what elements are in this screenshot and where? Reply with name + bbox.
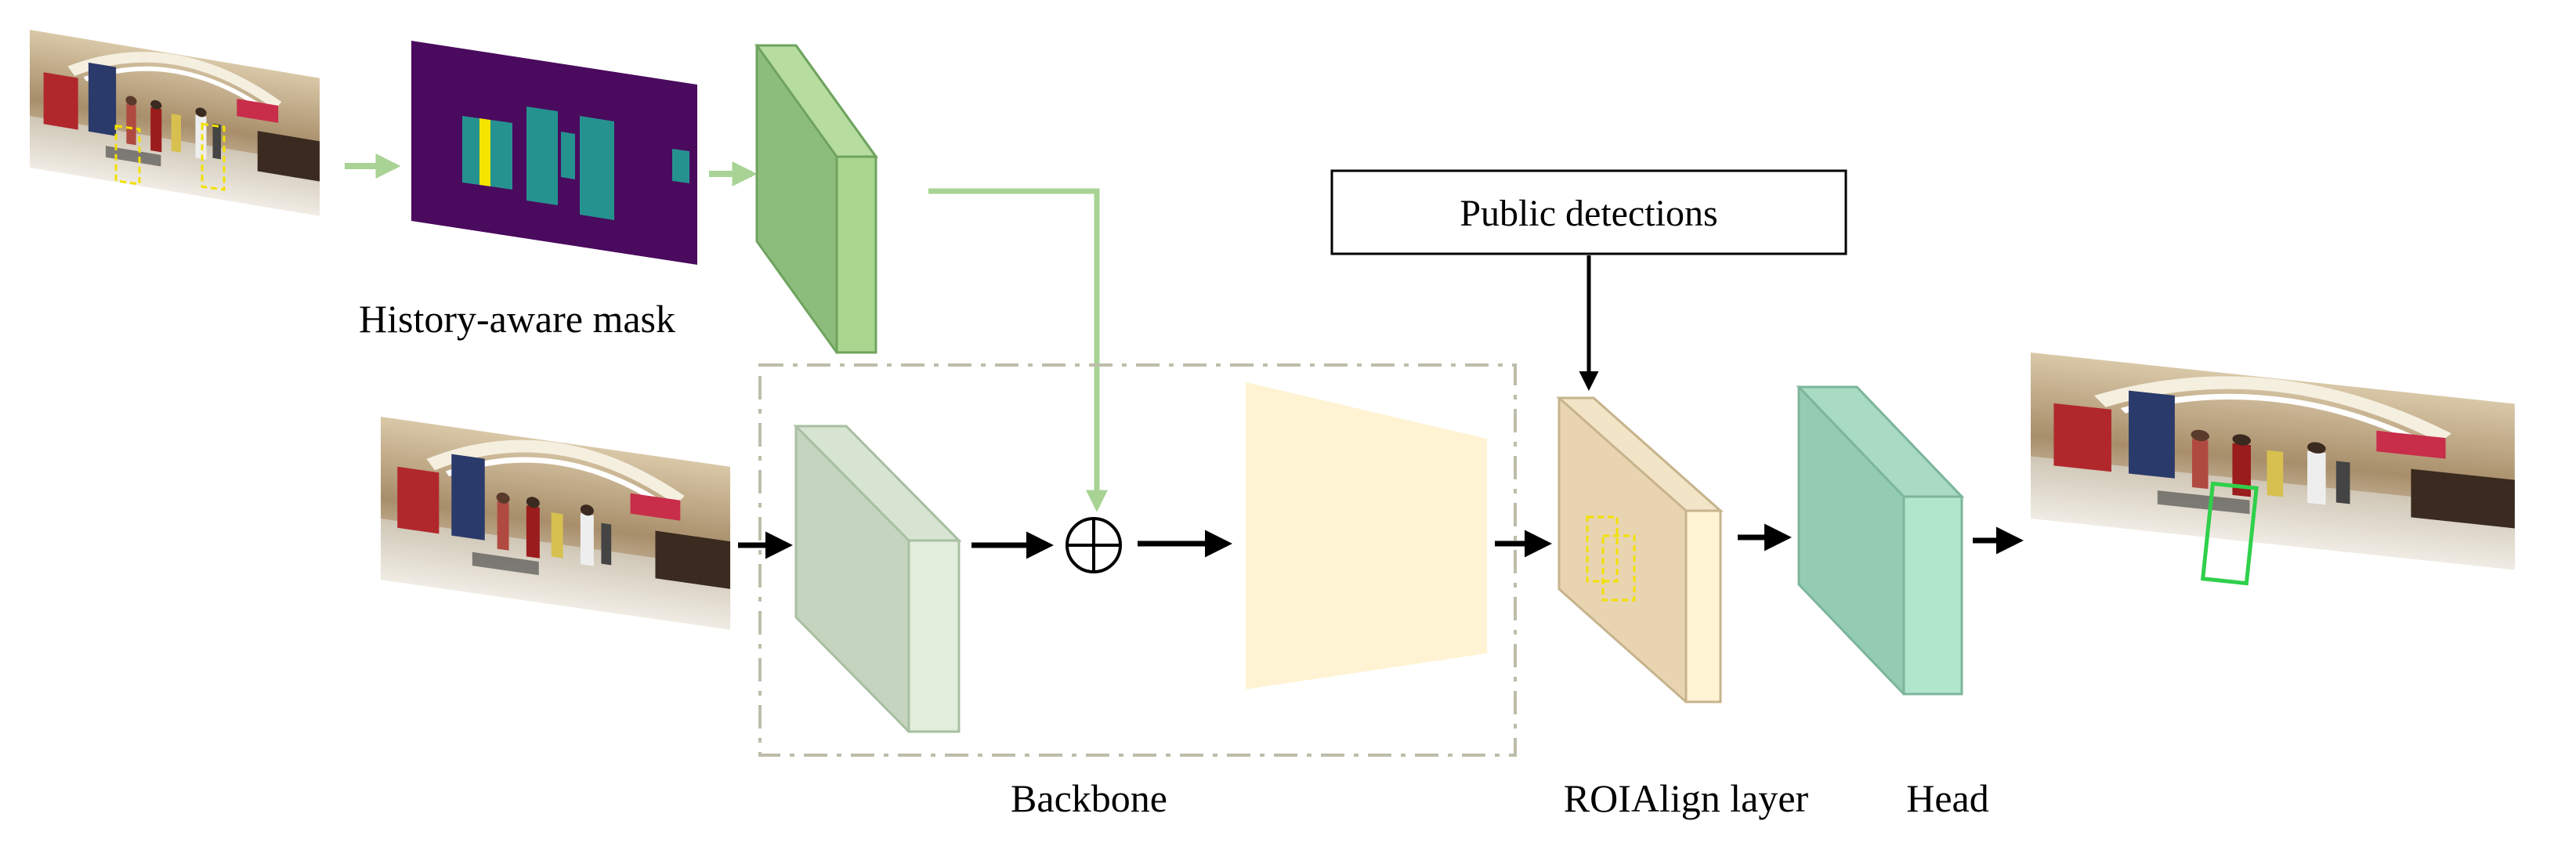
roialign-label: ROIAlign layer: [1564, 776, 1809, 820]
output-image: [2031, 352, 2515, 586]
head-block: [1796, 385, 1965, 696]
backbone-label: Backbone: [1011, 776, 1167, 820]
input-image-main: [381, 417, 730, 630]
mask-to-sum-connector: [928, 188, 1108, 512]
input-image-top: [30, 30, 320, 216]
history-mask-label: History-aware mask: [359, 297, 675, 341]
mask-feature-block: [754, 44, 878, 354]
public-detections-box: [1330, 169, 1847, 255]
circled-plus-icon: [1065, 517, 1122, 573]
public-detections-label: Public detections: [1460, 193, 1717, 234]
roi-boxes: [1586, 515, 1636, 602]
backbone-frame: [758, 363, 1517, 757]
roialign-block: [1556, 396, 1724, 703]
history-aware-mask: [411, 41, 697, 265]
backbone-block: [793, 425, 962, 733]
head-label: Head: [1906, 776, 1989, 820]
feature-trapezoid: [1246, 382, 1487, 689]
